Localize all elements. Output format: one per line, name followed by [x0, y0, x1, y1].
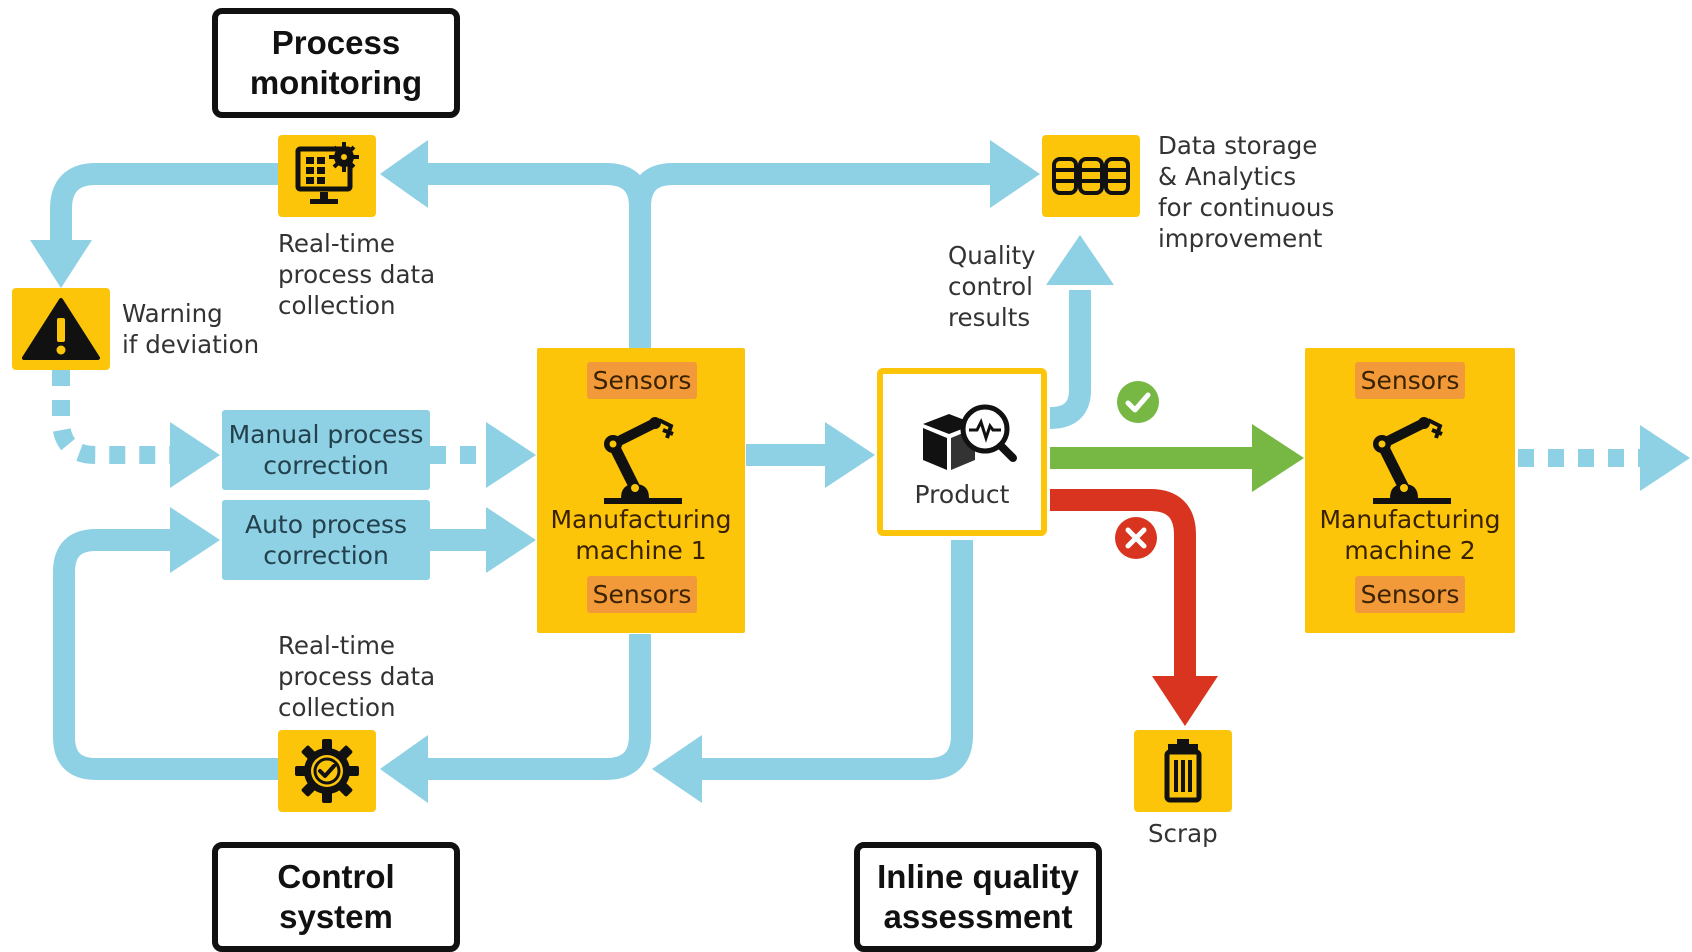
inline-quality-label: Inline quality assessment	[854, 842, 1102, 952]
sensors-top-pill: Sensors	[587, 362, 697, 399]
arrowhead-to-control	[380, 735, 428, 803]
x-circle-icon	[1115, 517, 1157, 559]
control-system-label: Control system	[212, 842, 460, 952]
arrowhead-machine-to-product	[825, 422, 875, 488]
scrap-icon-box	[1134, 730, 1232, 812]
robot-arm-icon	[604, 417, 682, 504]
arrowhead-out	[1640, 425, 1690, 491]
manufacturing-machine-2: Sensors Manufacturing machine 2 Sensors	[1305, 348, 1515, 633]
database-icon-box	[1042, 135, 1140, 217]
flow-line-monitor-to-warning	[50, 163, 278, 245]
robot-arm-icon	[1373, 417, 1451, 504]
flow-line-control-to-auto	[53, 529, 278, 780]
arrowhead-to-manual	[170, 422, 220, 488]
flow-line-to-monitoring	[415, 163, 651, 348]
flow-line-product-to-control	[700, 540, 973, 780]
database-icon	[1052, 157, 1130, 195]
machine2-name: Manufacturing machine 2	[1319, 505, 1501, 565]
flow-line-to-storage	[629, 163, 990, 208]
quality-results-text: Quality control results	[948, 241, 1036, 332]
trash-icon	[1164, 739, 1202, 803]
arrowhead-product-to-control	[652, 735, 702, 803]
check-circle-icon	[1117, 381, 1159, 423]
data-storage-text: Data storage & Analytics for continuous …	[1158, 131, 1335, 253]
scrap-text: Scrap	[1148, 819, 1218, 848]
arrowhead-to-monitor	[380, 140, 428, 208]
warning-icon-box	[12, 288, 110, 370]
dotted-line-warning-to-manual	[52, 370, 175, 464]
reject-flow-line	[1050, 489, 1196, 680]
box-magnifier-icon	[923, 404, 1017, 470]
monitor-icon-box	[278, 135, 376, 217]
reject-arrowhead	[1152, 676, 1218, 726]
arrowhead-to-auto	[170, 507, 220, 573]
machine1-name: Manufacturing machine 1	[550, 505, 732, 565]
warning-triangle-icon	[22, 298, 100, 360]
sensors-top-pill: Sensors	[1355, 362, 1465, 399]
arrowhead-up-to-storage	[1046, 235, 1114, 285]
accept-arrowhead	[1252, 424, 1304, 492]
monitor-gear-icon	[295, 142, 359, 204]
arrowhead-to-storage	[990, 140, 1040, 208]
product-label: Product	[914, 480, 1010, 509]
sensors-bottom-pill: Sensors	[1355, 576, 1465, 613]
flow-arrowheads	[30, 140, 1690, 803]
arrowhead-manual-to-machine	[486, 422, 536, 488]
gear-check-icon	[295, 739, 359, 803]
flow-line-product-to-storage	[1049, 290, 1091, 429]
realtime-top-text: Real-time process data collection	[278, 229, 436, 320]
auto-correction-box: Auto process correction	[222, 500, 430, 580]
process-monitoring-label: Process monitoring	[212, 8, 460, 118]
product-box: Product	[877, 368, 1047, 536]
manual-correction-box: Manual process correction	[222, 410, 430, 490]
flow-line-to-control	[415, 634, 651, 780]
control-icon-box	[278, 730, 376, 812]
arrowhead-to-warning	[30, 240, 92, 288]
arrowhead-auto-to-machine	[486, 507, 536, 573]
realtime-bottom-text: Real-time process data collection	[278, 631, 436, 722]
manufacturing-machine-1: Sensors Manufacturing machine 1 Sensors	[537, 348, 745, 633]
warning-text: Warning if deviation	[122, 299, 260, 359]
sensors-bottom-pill: Sensors	[587, 576, 697, 613]
